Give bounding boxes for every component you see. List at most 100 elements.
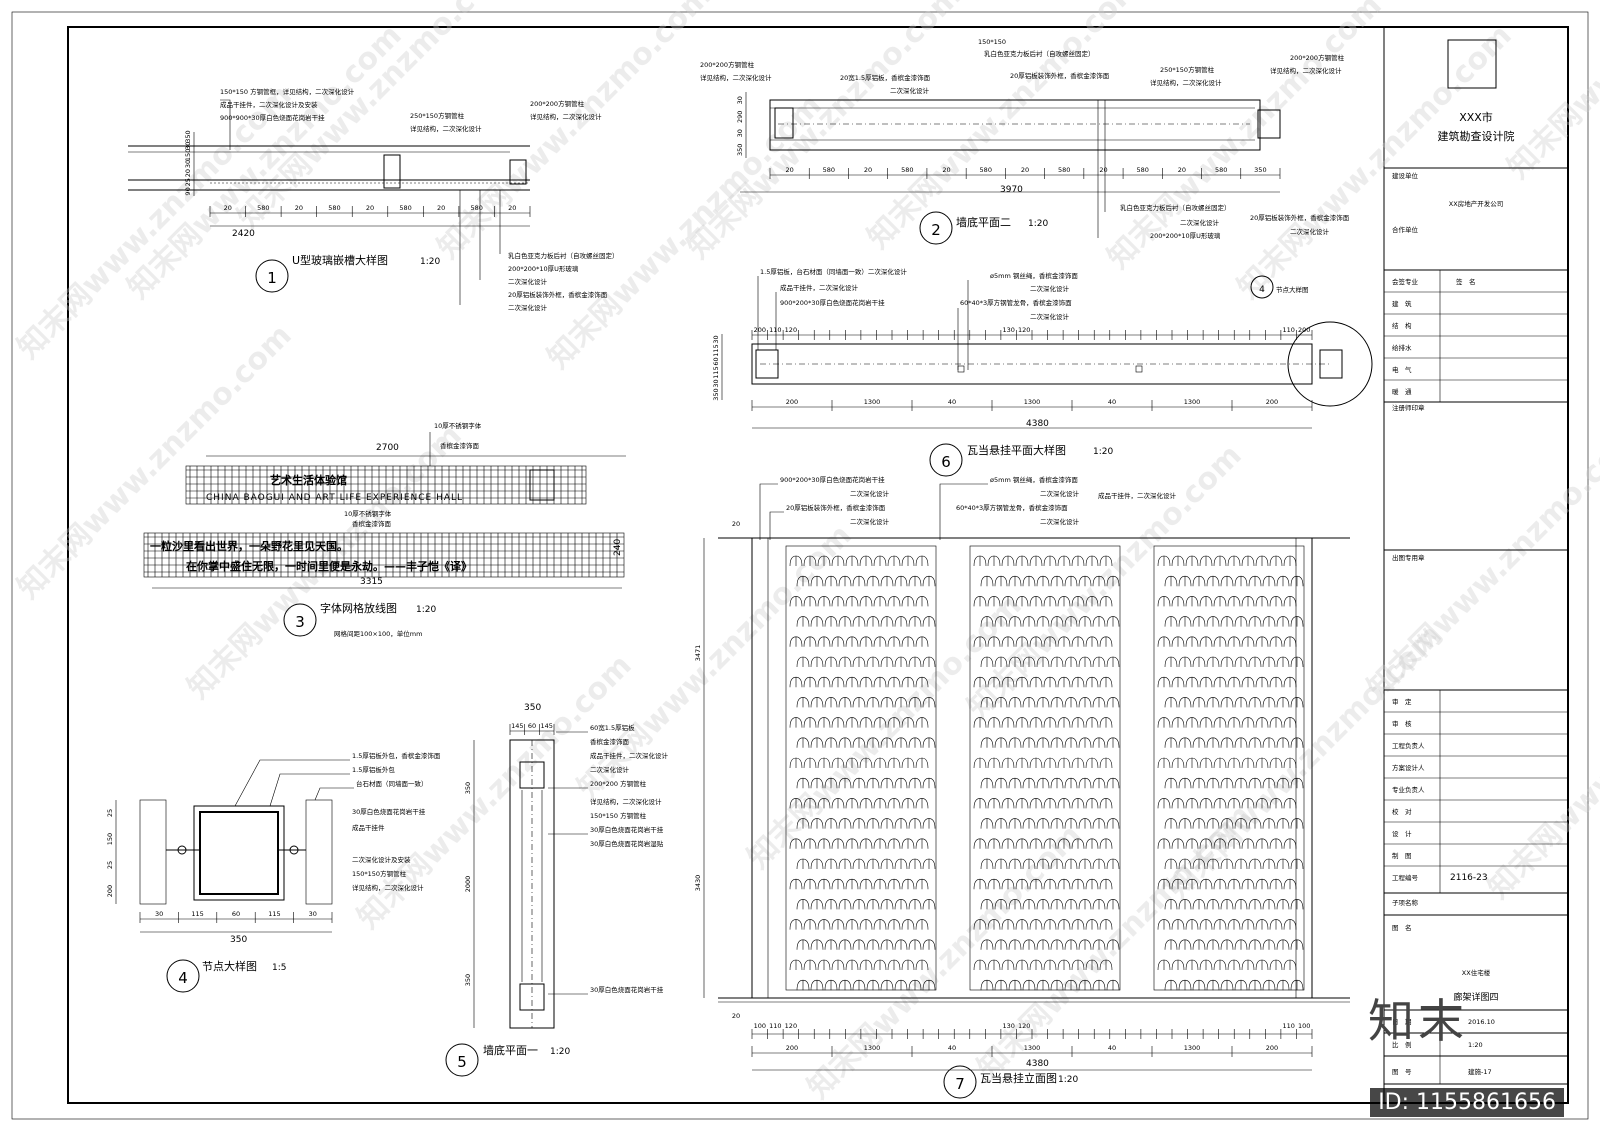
roof-tile [1157, 757, 1171, 769]
roof-tile [824, 656, 838, 668]
roof-tile [1029, 919, 1043, 930]
roof-tile [1008, 818, 1022, 829]
roof-tile [1071, 919, 1085, 930]
v2-outline [769, 99, 1261, 151]
roof-tile [1050, 656, 1064, 668]
roof-tile [1255, 757, 1269, 769]
project-no-label: 工程编号 [1392, 873, 1419, 882]
roof-tile [973, 757, 987, 769]
roof-tile [1213, 596, 1227, 607]
roof-tile [1199, 798, 1213, 809]
roof-tile [831, 838, 845, 849]
roof-tile [831, 555, 845, 567]
note: 二次深化设计 [1030, 284, 1070, 293]
roof-tile [1050, 979, 1064, 991]
roof-tile [1290, 979, 1304, 991]
roof-tile [852, 777, 866, 789]
dimension: 40 [1108, 398, 1116, 406]
roof-tile [1283, 798, 1297, 809]
roof-tile [1255, 878, 1269, 890]
roof-tile [789, 757, 803, 769]
roof-tile [824, 818, 838, 829]
note: 20宽1.5厚铝板，香槟金漆饰面 [840, 73, 931, 82]
roof-tile [1064, 737, 1078, 748]
roof-tile [1241, 636, 1255, 647]
note: 详见结构，二次深化设计 [590, 797, 662, 806]
roof-tile [894, 899, 908, 910]
roof-tile [1213, 919, 1227, 930]
roof-tile [1050, 939, 1064, 950]
dimension: 200 [1266, 1044, 1278, 1052]
dimension: 120 [1018, 326, 1030, 334]
roof-tile [1192, 656, 1206, 668]
roof-tile [803, 878, 817, 890]
roof-tile [1269, 878, 1283, 890]
tile-panel [969, 545, 1121, 991]
roof-tile [1029, 838, 1043, 849]
roof-tile [915, 636, 929, 647]
roof-tile [1227, 919, 1241, 930]
roof-tile [1092, 899, 1106, 910]
roof-tile [1008, 858, 1022, 870]
roof-tile [1227, 596, 1241, 607]
roof-tile [1199, 919, 1213, 930]
roof-tile [1106, 616, 1120, 627]
roof-tile [1255, 959, 1269, 971]
roof-tile [1178, 616, 1192, 627]
dimension: 200 [1298, 326, 1310, 334]
roof-tile [901, 919, 915, 930]
view6-number: 6 [941, 453, 951, 471]
roof-tile [796, 616, 810, 627]
v3-dim-top: 2700 [376, 443, 399, 453]
roof-tile [1008, 697, 1022, 708]
brand-logo: 知末 [1368, 994, 1468, 1048]
note: 成品干挂件 [352, 823, 385, 832]
dimension: 290 [736, 111, 744, 123]
roof-tile [1192, 697, 1206, 708]
note: 二次深化设计 [1180, 218, 1220, 227]
roof-tile [1157, 636, 1171, 647]
dimension: 200 [786, 398, 798, 406]
roof-tile [1185, 596, 1199, 607]
approval-label: 专业负责人 [1392, 785, 1425, 794]
v4-stone-left [139, 799, 167, 905]
note: 详见结构，二次深化设计 [410, 124, 482, 133]
roof-tile [880, 737, 894, 748]
dimension: 110 [1282, 1022, 1294, 1030]
roof-tile [859, 676, 873, 688]
roof-tile [824, 939, 838, 950]
roof-tile [1241, 838, 1255, 849]
roof-tile [1234, 899, 1248, 910]
roof-tile [980, 616, 994, 627]
stamp-label: 出图专用章 [1392, 553, 1425, 562]
roof-tile [1057, 798, 1071, 809]
roof-tile [1029, 959, 1043, 971]
roof-tile [817, 676, 831, 688]
roof-tile [1248, 616, 1262, 627]
dimension: 150 [184, 149, 192, 161]
roof-tile [1099, 838, 1113, 849]
roof-tile [873, 596, 887, 607]
roof-tile [852, 656, 866, 668]
project-title: XX住宅楼 [1462, 968, 1491, 977]
roof-tile [915, 919, 929, 930]
roof-tile [1157, 959, 1171, 971]
dimension: 120 [785, 326, 797, 334]
roof-tile [887, 959, 901, 971]
roof-tile [845, 757, 859, 769]
roof-tile [1290, 939, 1304, 950]
dimension: 40 [948, 1044, 956, 1052]
roof-tile [838, 777, 852, 789]
roof-tile [1283, 838, 1297, 849]
roof-tile [1290, 818, 1304, 829]
dimension: 20 [1099, 166, 1107, 174]
roof-tile [1178, 979, 1192, 991]
note: 60*40*3厚方钢管龙骨，香槟金漆饰面 [956, 503, 1068, 512]
roof-tile [1029, 798, 1043, 809]
roof-tile [803, 636, 817, 647]
roof-tile [880, 575, 894, 587]
roof-tile [1283, 636, 1297, 647]
roof-tile [880, 979, 894, 991]
roof-tile [1262, 939, 1276, 950]
roof-tile [1269, 959, 1283, 971]
